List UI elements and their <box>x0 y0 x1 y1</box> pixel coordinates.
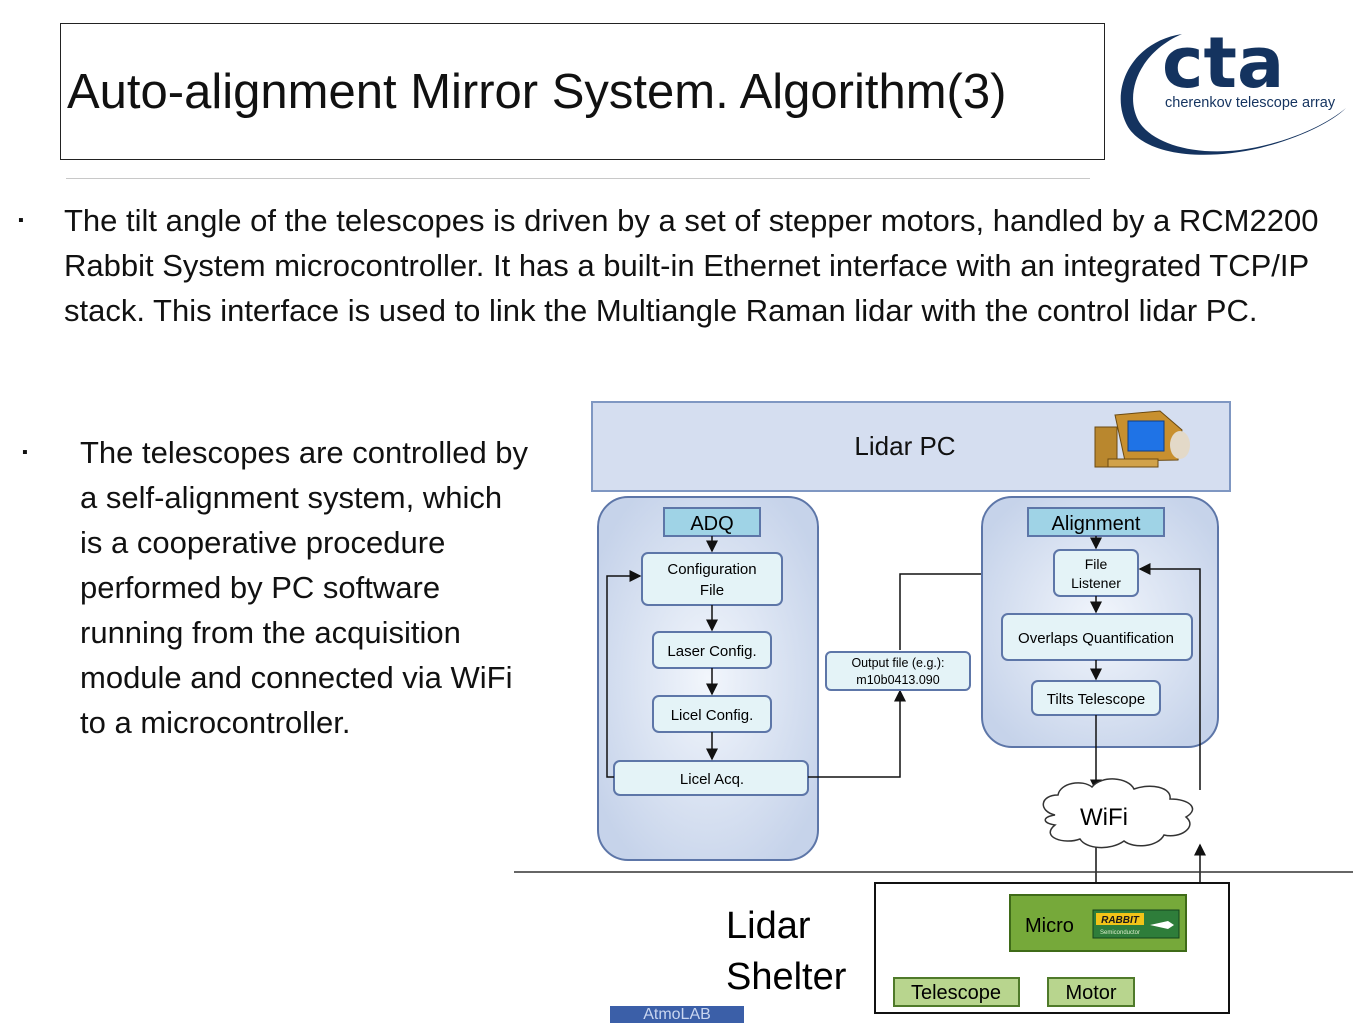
adq-panel <box>597 496 819 861</box>
title-separator <box>66 178 1090 179</box>
bullet-marker: ▪ <box>18 212 24 229</box>
rabbit-chip-icon: RABBIT Semiconductor <box>1092 909 1180 939</box>
shelter-label-line2: Shelter <box>726 956 847 998</box>
telescope-label: Telescope <box>911 982 1001 1004</box>
lidar-pc-label: Lidar PC <box>854 431 955 461</box>
telescope-box <box>893 977 1020 1007</box>
configuration-file-label: File <box>700 582 724 599</box>
alignment-title-box <box>1027 507 1165 537</box>
system-diagram: Lidar PC ADQ Configuration File Laser Co… <box>514 401 1353 1014</box>
wifi-label: WiFi <box>1080 804 1128 831</box>
licel-config-label: Licel Config. <box>671 707 754 724</box>
licel-acq-box <box>613 760 809 796</box>
licel-acq-label: Licel Acq. <box>680 771 744 788</box>
rabbit-chip-name: RABBIT <box>1101 915 1140 926</box>
output-file-box <box>825 651 971 691</box>
motor-label: Motor <box>1065 982 1116 1004</box>
computer-icon <box>1094 410 1190 468</box>
adq-title: ADQ <box>690 513 733 535</box>
footer-partial-logo: AtmoLAB <box>610 1006 744 1023</box>
motor-box <box>1047 977 1135 1007</box>
rabbit-chip-sub: Semiconductor <box>1100 930 1140 936</box>
laser-config-label: Laser Config. <box>667 643 756 660</box>
bullet-text: The telescopes are controlled by a self-… <box>80 435 529 740</box>
bullet-marker: ▪ <box>22 444 28 461</box>
alignment-title: Alignment <box>1052 513 1141 535</box>
configuration-label: Configuration <box>667 561 756 578</box>
micro-label: Micro <box>1025 915 1074 937</box>
overlaps-quantification-box <box>1001 613 1193 661</box>
file-label: File <box>1085 556 1108 572</box>
shelter-label-line1: Lidar <box>726 905 811 947</box>
bullet-item-1: ▪ The tilt angle of the telescopes is dr… <box>18 198 1348 333</box>
listener-label: Listener <box>1071 575 1121 591</box>
bullet-text: The tilt angle of the telescopes is driv… <box>64 203 1319 328</box>
page-title: Auto-alignment Mirror System. Algorithm(… <box>67 65 1007 119</box>
bullet-item-2: ▪ The telescopes are controlled by a sel… <box>22 430 532 745</box>
overlaps-quantification-label: Overlaps Quantification <box>1018 630 1174 647</box>
output-file-line1: Output file (e.g.): <box>851 656 944 670</box>
logo-mark: cta <box>1162 22 1284 104</box>
tilts-telescope-label: Tilts Telescope <box>1047 691 1145 708</box>
output-file-line2: m10b0413.090 <box>856 673 939 687</box>
cta-logo: cta cherenkov telescope array <box>1120 22 1346 155</box>
wifi-cloud <box>1042 778 1194 849</box>
logo-subtitle: cherenkov telescope array <box>1165 95 1336 111</box>
title-box: Auto-alignment Mirror System. Algorithm(… <box>60 23 1105 160</box>
